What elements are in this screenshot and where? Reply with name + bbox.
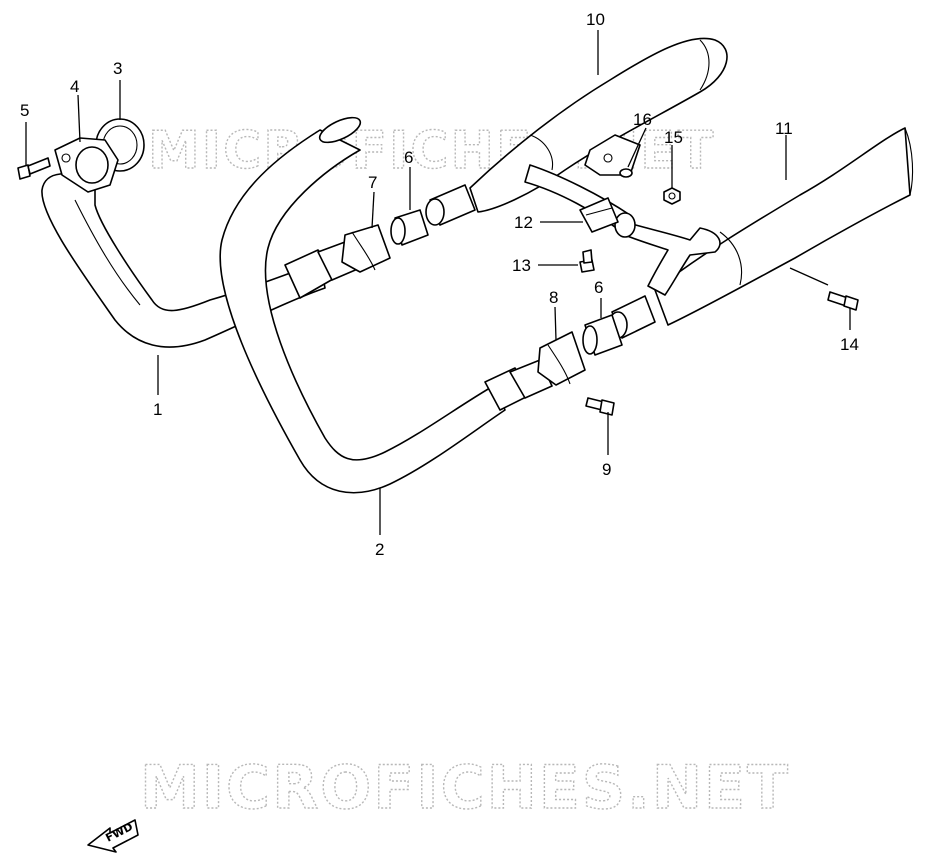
exhaust-pipe-2 — [219, 116, 506, 494]
bolt-clamp — [585, 397, 615, 416]
callout-11: 11 — [775, 119, 793, 138]
callout-7: 7 — [368, 173, 377, 192]
fwd-arrow-indicator: FWD — [87, 819, 139, 853]
bolt-flange — [17, 157, 51, 180]
bolt-small — [579, 249, 595, 273]
clamp-small — [579, 197, 619, 233]
gasket-sleeve-upper — [390, 209, 429, 246]
callout-8: 8 — [549, 288, 558, 307]
washer — [619, 168, 633, 178]
callout-4: 4 — [70, 77, 79, 96]
callout-6-upper: 6 — [404, 148, 413, 167]
gasket-sleeve-lower — [582, 314, 623, 356]
watermark-lower: MICROFICHES.NET — [140, 753, 790, 823]
callout-1: 1 — [153, 400, 162, 419]
callout-13: 13 — [512, 256, 531, 275]
callout-3: 3 — [113, 59, 122, 78]
leader-lines — [25, 30, 851, 535]
muffler-inlet-upper — [425, 184, 476, 226]
callout-6-lower: 6 — [594, 278, 603, 297]
callout-5: 5 — [20, 101, 29, 120]
callout-10: 10 — [586, 10, 605, 29]
callout-16: 16 — [633, 110, 652, 129]
callout-14: 14 — [840, 335, 859, 354]
lower-muffler — [654, 127, 914, 326]
callout-12: 12 — [514, 213, 533, 232]
clamp-upper — [341, 224, 391, 273]
pipe-flange — [54, 137, 119, 193]
callout-9: 9 — [602, 460, 611, 479]
callout-2: 2 — [375, 540, 384, 559]
clamp-lower — [537, 331, 586, 386]
bolt-muffler — [827, 291, 859, 311]
nut — [663, 187, 681, 205]
callout-15: 15 — [664, 128, 683, 147]
